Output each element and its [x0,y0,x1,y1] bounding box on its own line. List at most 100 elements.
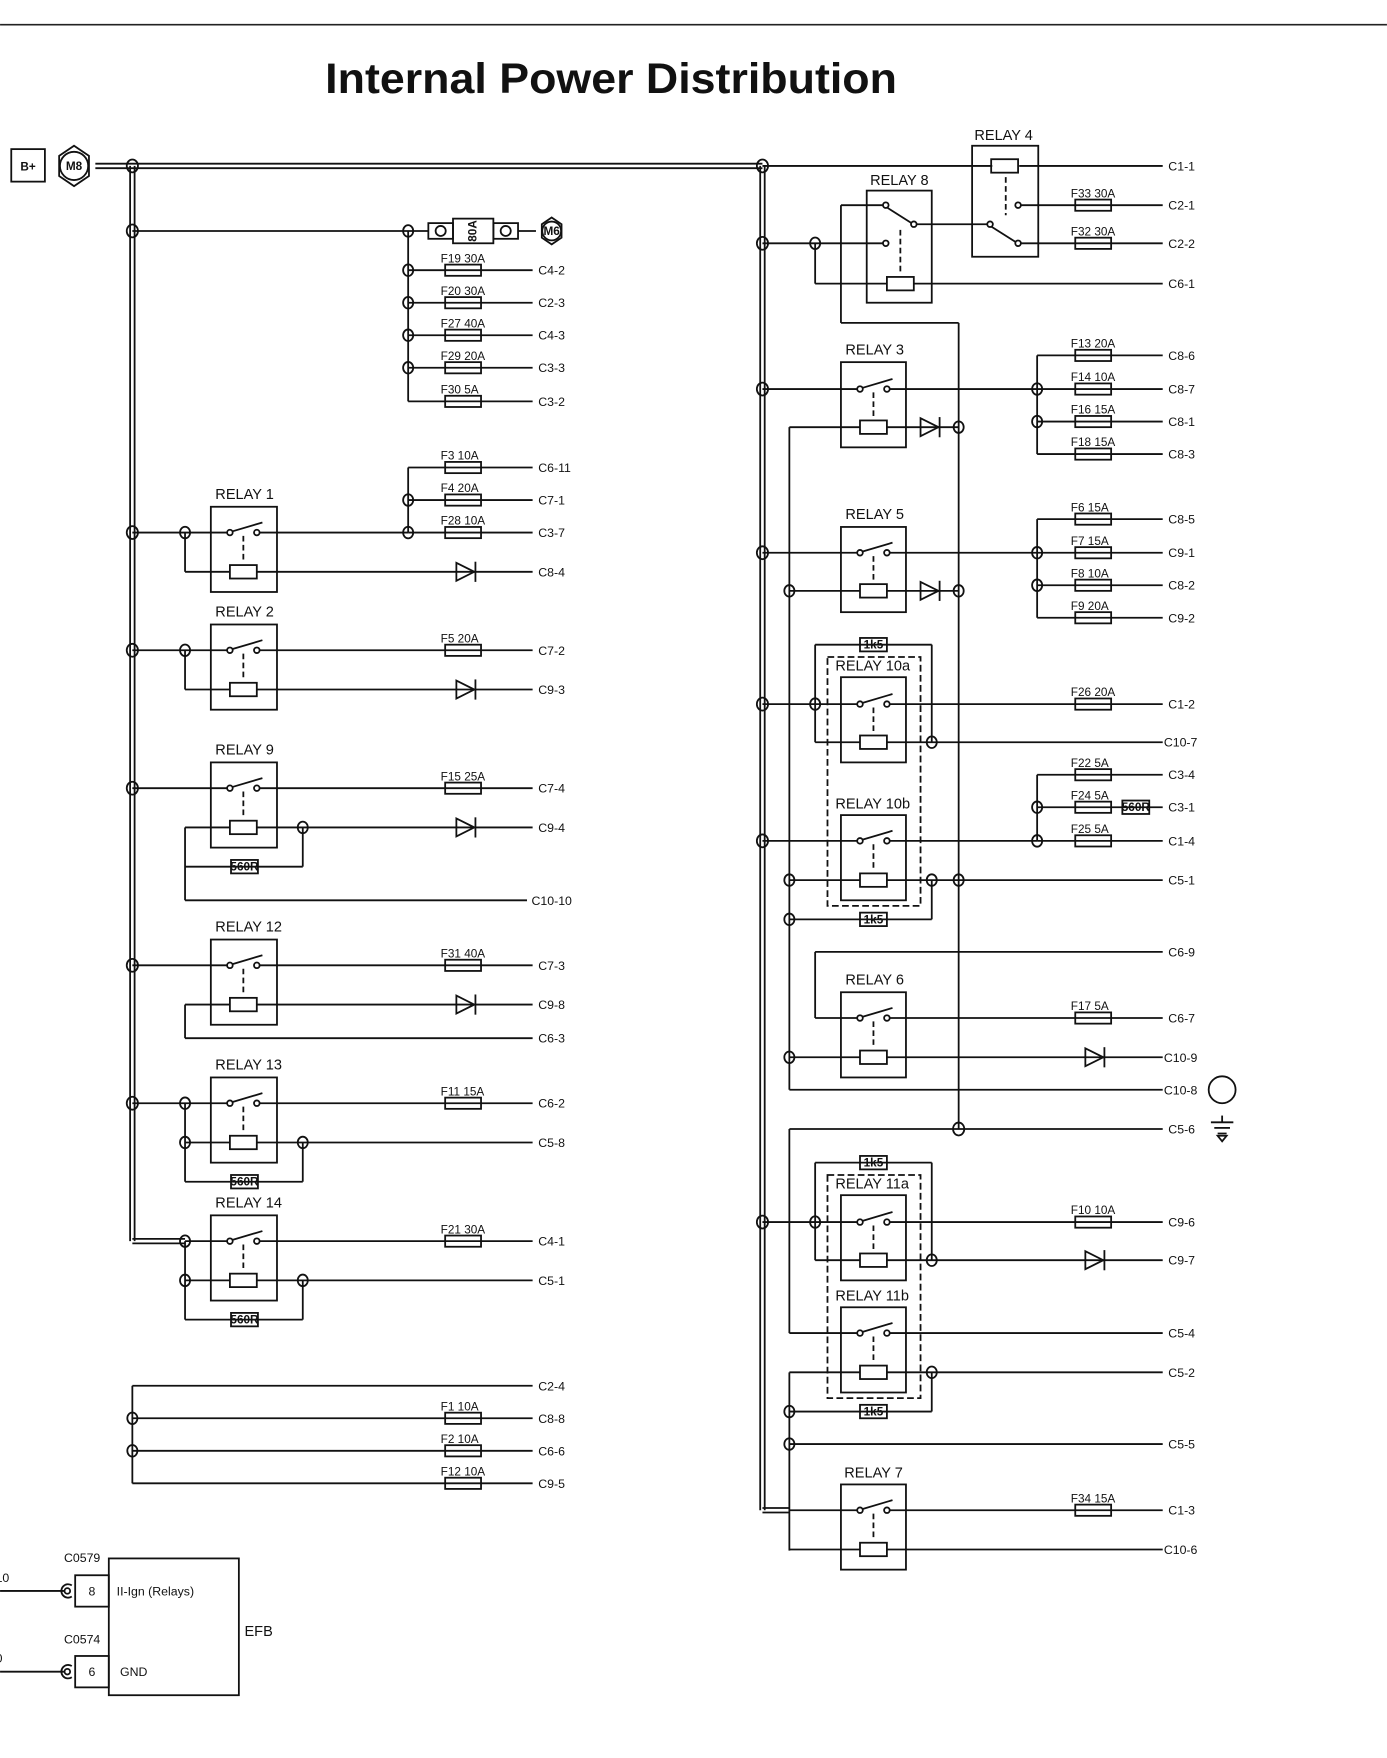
connector-pin-label: C10-9 [1164,1051,1198,1065]
fuse-label: F28 10A [441,515,486,528]
fuse-label: F6 15A [1071,501,1109,514]
relay-contact [882,239,890,247]
fuse-label: F5 20A [441,632,479,645]
fuse-symbol [1074,768,1113,782]
fuse-label: F11 15A [441,1085,485,1098]
fuse-label: F19 30A [441,252,486,265]
connector-pin-label: C9-6 [1168,1216,1195,1230]
relay-label: RELAY 4 [974,128,1033,144]
diode-icon [455,679,477,700]
connector-pin-label: C9-7 [1168,1254,1195,1268]
resistor-symbol [230,859,259,875]
relay-contact [883,385,891,393]
connector-pin-label: C7-3 [538,959,565,973]
resistor-symbol [1121,799,1151,815]
junction-node [755,235,769,251]
junction-node [925,1253,938,1267]
junction-node [755,833,769,849]
relay-box [971,144,1040,258]
fuse-symbol [444,328,482,342]
junction-node [809,697,822,711]
junction-node [125,525,139,540]
relay-coil [228,564,258,580]
relay-contact [856,1506,864,1514]
fuse-label: F21 30A [441,1223,486,1236]
relay-box [209,1214,278,1302]
connector-pin-label: C6-9 [1168,945,1195,959]
junction-node [755,1214,769,1230]
connector-pin-label: C5-8 [538,1136,565,1150]
connector-terminal-icon [63,1587,72,1595]
fuse-symbol [1074,382,1113,396]
relay-label: RELAY 10b [835,796,910,812]
connector-pin-label: C6-3 [538,1032,565,1046]
relay-box [840,991,907,1079]
relay-label: RELAY 2 [215,605,274,621]
junction-node [952,1121,966,1137]
relay-label: RELAY 3 [845,342,904,358]
diode-icon [919,416,941,438]
wire [990,225,1017,243]
resistor-symbol [230,1174,259,1190]
fuse-label: F15 25A [441,770,486,783]
fuse-symbol [1074,546,1113,560]
connector-pin-label: C8-2 [1168,579,1195,593]
resistor-symbol [859,637,888,653]
connector-pin-label: C6-6 [538,1444,565,1458]
junction-node [925,735,938,749]
efb-pin-box [74,1655,110,1689]
resistor-symbol [230,1311,259,1328]
fuse-label: F4 20A [441,482,479,495]
fuse-symbol [444,781,482,795]
relay-coil [228,996,258,1013]
wire [861,1322,893,1333]
connector-terminal-icon [60,1583,73,1599]
junction-node [125,642,139,658]
connector-pin-label: C4-1 [538,1235,565,1249]
wire [231,521,263,533]
efb-pin-function: GND [120,1665,147,1679]
junction-node [952,873,965,887]
efb-pin-function: II-Ign (Relays) [117,1584,194,1598]
wire [861,378,893,389]
connector-pin-label: C4-3 [538,329,565,343]
fuse-symbol [1074,236,1113,250]
resistor-label: 1k5 [864,639,884,652]
relay-contact [253,784,261,792]
relay-coil [859,419,888,435]
efb-pin-number: 6 [89,1665,96,1679]
relay-contact [883,1218,891,1226]
junction-node [952,420,965,434]
m8-stud-icon-label: M8 [66,160,83,173]
fuse-label: F17 5A [1071,1000,1109,1013]
relay-coil [859,1364,888,1380]
relay-coil [859,1049,888,1065]
diode-icon [1084,1249,1106,1271]
fuse-symbol [444,461,482,475]
connector-pin-label: C10-10 [531,894,572,908]
relay-contact [253,528,261,537]
connector-pin-label: C10-7 [1164,736,1198,750]
fuse-label: F9 20A [1071,600,1109,613]
fuse-symbol [1074,578,1113,592]
connector-pin-label: C5-5 [1168,1438,1195,1452]
fuse-symbol [1074,1011,1113,1025]
fuse-label: F24 5A [1071,789,1109,802]
fuse-symbol [1074,447,1113,461]
connector-pin-label: C8-5 [1168,513,1195,527]
resistor-label: 560R [230,1314,259,1327]
connector-pin-label: C5-1 [1168,874,1195,888]
fuse-symbol [444,394,482,408]
junction-node [125,957,139,973]
relay-contact [856,1014,864,1022]
junction-node [755,158,769,174]
relay-contact [253,1237,261,1245]
connector-pin-label: C3-1 [1168,801,1195,815]
fuse-symbol [444,1234,482,1248]
connector-terminal-icon [63,1667,72,1676]
relay-label: RELAY 1 [215,487,274,503]
fuse-label: F2 10A [441,1433,479,1446]
resistor-label: 560R [230,861,259,874]
